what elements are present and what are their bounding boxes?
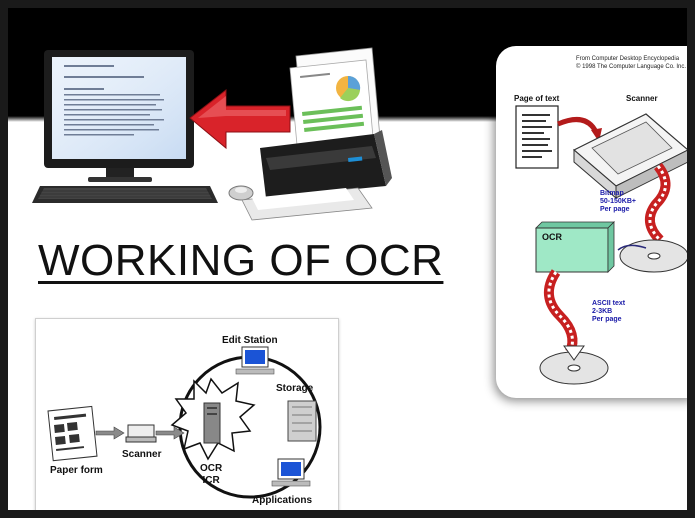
ocr-icr-label: OCR ICR (200, 463, 223, 486)
computer-monitor-icon (44, 50, 194, 182)
computer-monitor-icon (271, 458, 311, 487)
scanner-label: Scanner (122, 449, 162, 460)
mouse-icon (228, 185, 254, 201)
source-line-2: © 1998 The Computer Language Co. Inc. (576, 64, 687, 70)
scanner-label: Scanner (626, 94, 658, 103)
red-arrow-icon (189, 88, 291, 150)
keyboard-icon (32, 186, 218, 203)
paper-form-label: Paper form (50, 465, 103, 476)
ocr-workflow-diagram: Edit Station Storage Paper form Scanner … (35, 318, 339, 510)
scanner-icon (125, 424, 157, 443)
flatbed-scanner-icon (572, 113, 687, 200)
page-of-text-icon (515, 105, 559, 169)
page-of-text-label: Page of text (514, 94, 560, 103)
computer-monitor-icon (235, 346, 275, 375)
ocr-label: OCR (542, 232, 562, 242)
encyclopedia-ocr-diagram: From Computer Desktop Encyclopedia © 199… (496, 46, 687, 398)
applications-label: Applications (252, 495, 313, 506)
workflow-diagram-art (47, 346, 322, 499)
page-title: WORKING OF OCR (38, 236, 444, 285)
paper-form-icon (47, 405, 98, 462)
bitmap-label: Bitmap 50-150KB+ Per page (600, 190, 636, 213)
ocr-box-icon (535, 221, 615, 273)
storage-server-icon (287, 400, 317, 442)
disk-icon (619, 239, 687, 273)
ascii-text-label: ASCII text 2-3KB Per page (592, 300, 626, 323)
encyclopedia-diagram-art (515, 105, 687, 385)
storage-label: Storage (276, 383, 314, 394)
edit-station-label: Edit Station (222, 335, 278, 346)
ocr-starburst-icon (170, 377, 256, 461)
source-line-1: From Computer Desktop Encyclopedia (576, 56, 680, 62)
scanner-computer-illustration (32, 47, 392, 221)
slide: WORKING OF OCR From Computer Desktop Enc… (8, 8, 687, 510)
document-scanner-icon (241, 47, 392, 221)
